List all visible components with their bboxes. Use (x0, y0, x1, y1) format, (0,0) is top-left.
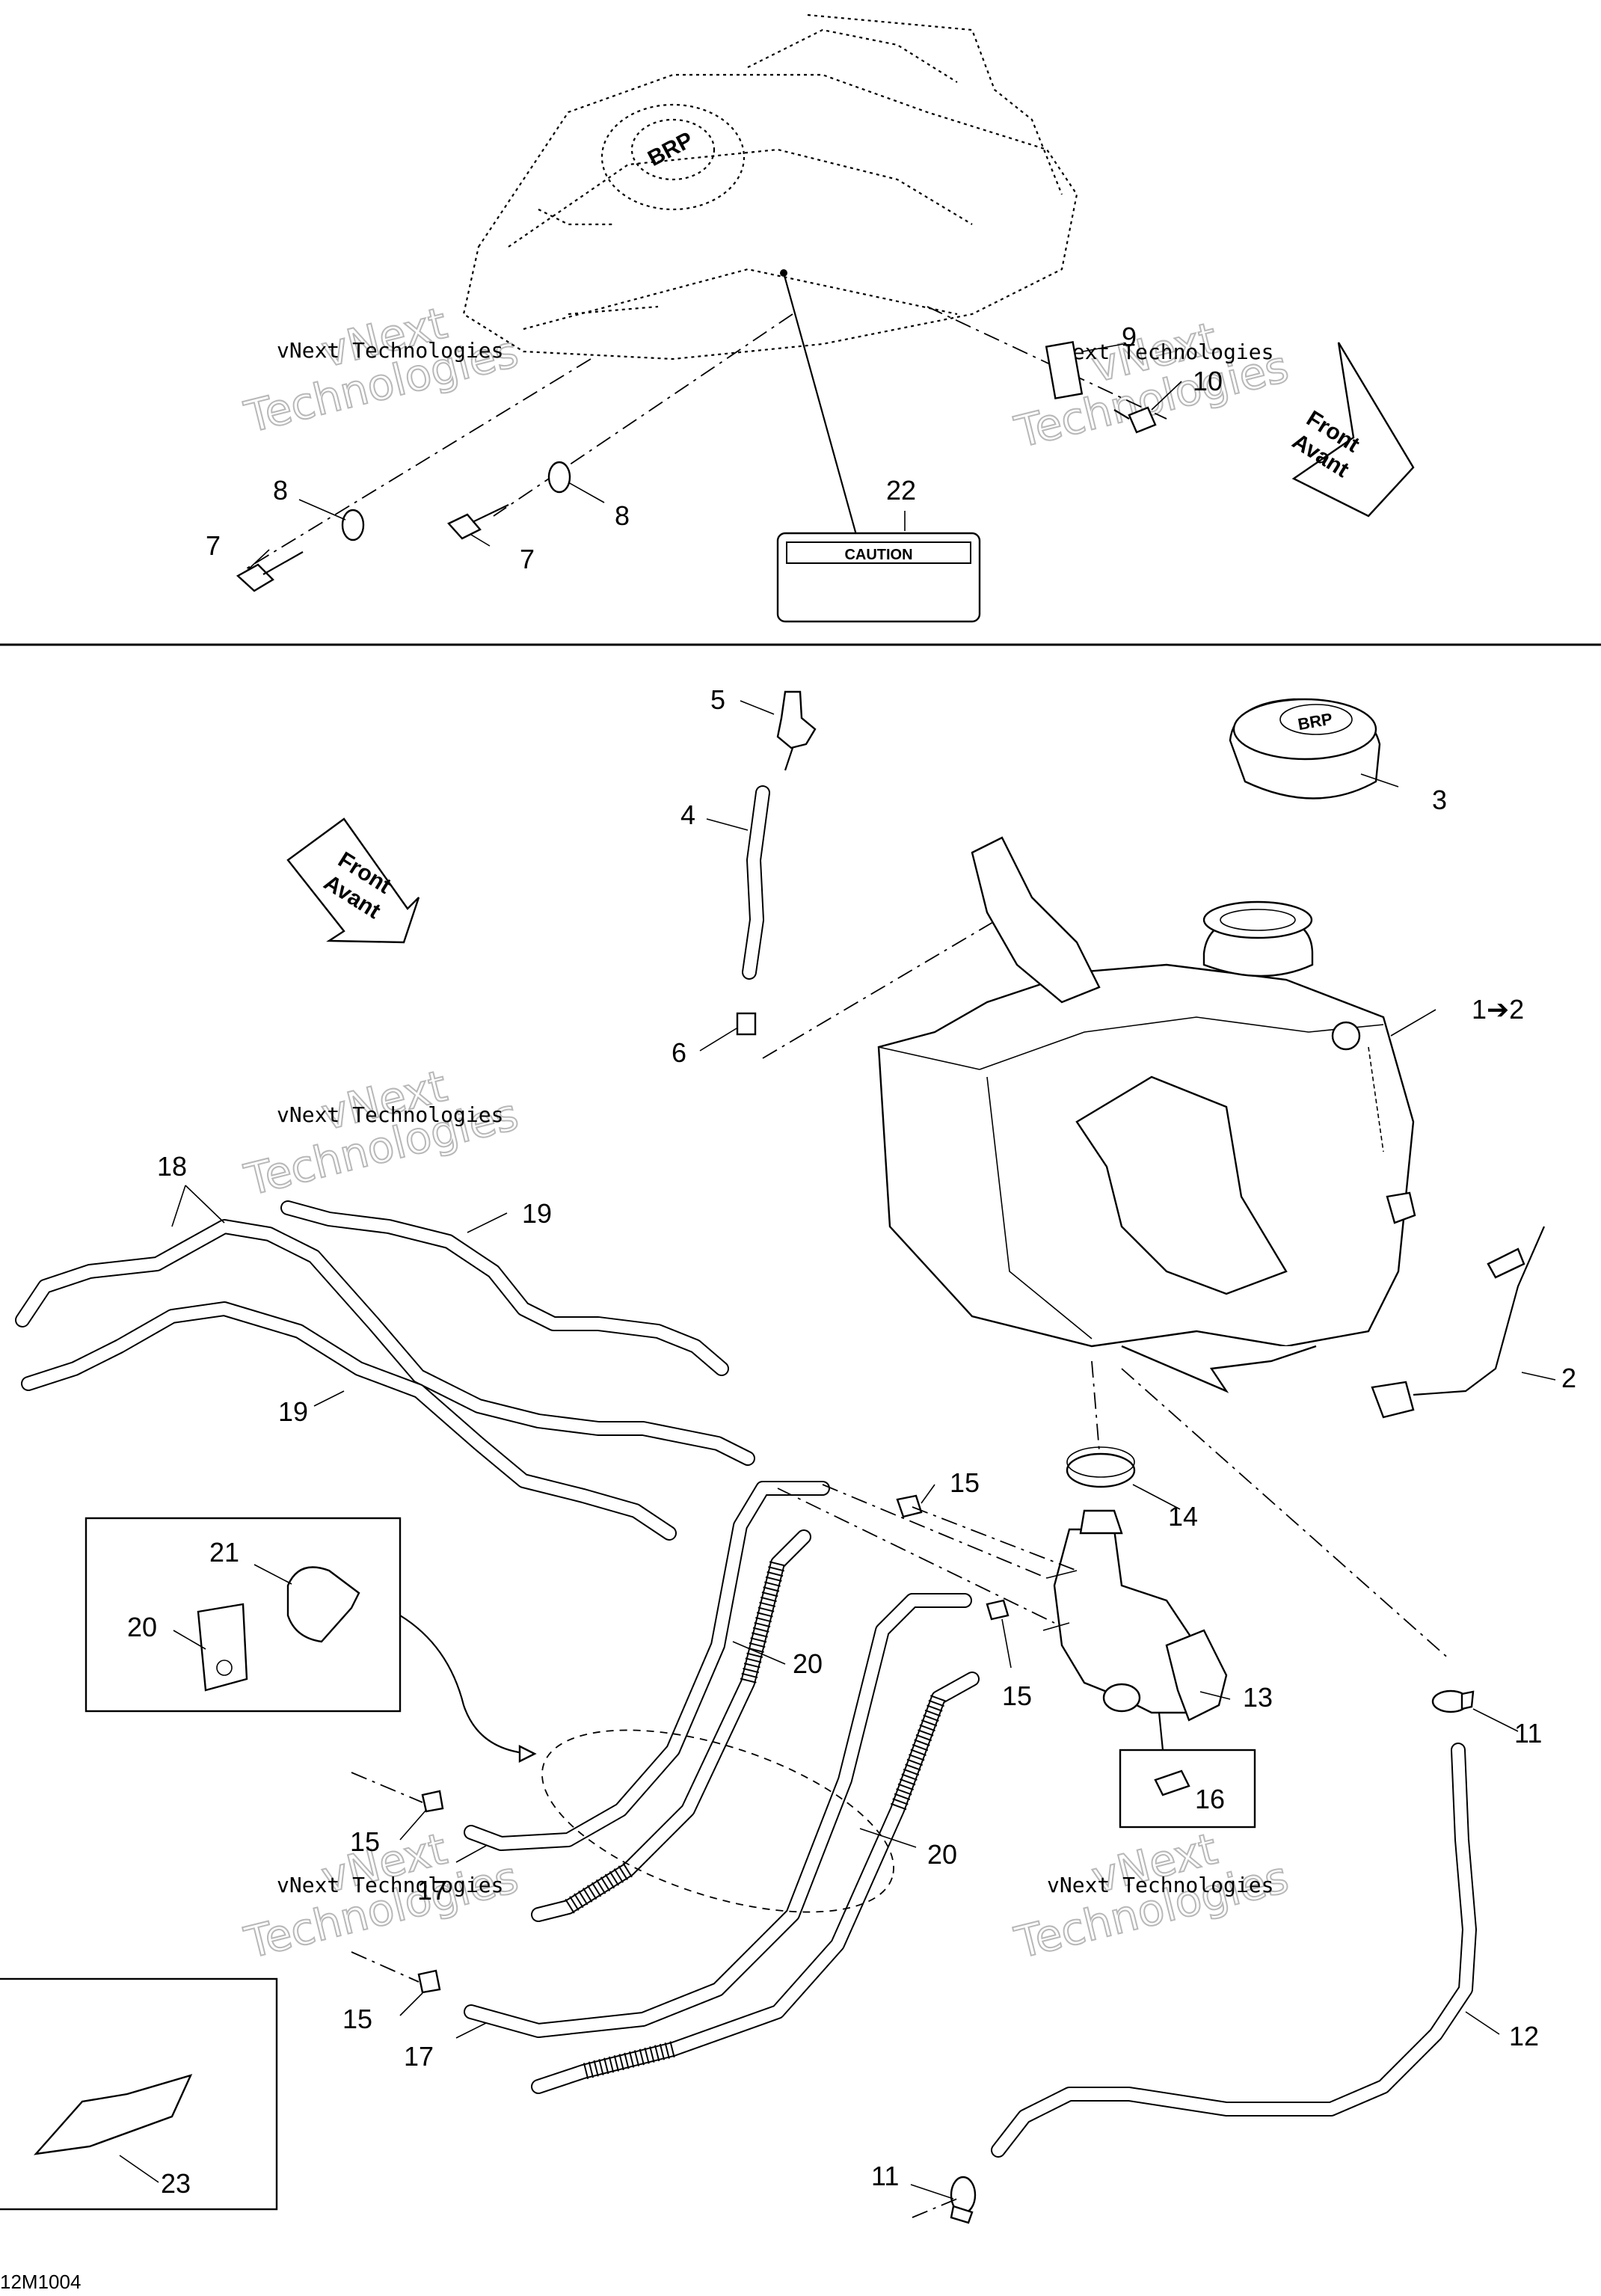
callout-7-left: 7 (206, 530, 221, 561)
inset-box-bracket (84, 1517, 537, 1763)
fuel-tank-1 (877, 836, 1416, 1393)
fuel-hose-20-upper (531, 1529, 811, 1922)
callout-6: 6 (672, 1037, 686, 1068)
callout-15-d: 15 (342, 2004, 372, 2034)
leaders-top (245, 343, 1182, 573)
callout-7-right: 7 (520, 544, 535, 574)
fuel-cap-3: BRP (1229, 698, 1381, 799)
callout-21: 21 (209, 1537, 239, 1568)
front-arrow-bottom: Front Avant (286, 817, 420, 944)
construction-lines-bottom (351, 1360, 1451, 2218)
inset-box-decal (0, 1977, 278, 2211)
callout-4: 4 (680, 799, 695, 830)
fuel-hose-20-lower (531, 1672, 980, 2094)
fuel-hose-17-lower (464, 1593, 972, 2038)
callout-8-left: 8 (273, 475, 288, 506)
watermark-text-2: vNext Technologies (1047, 340, 1273, 364)
leaders-bottom (119, 700, 1556, 2200)
inset-box-connector (1119, 1712, 1256, 1829)
fitting-15-b (986, 1599, 1010, 1621)
callout-11-bottom: 11 (871, 2161, 899, 2191)
callout-17-lower: 17 (404, 2041, 434, 2072)
fitting-15-c (421, 1790, 444, 1813)
bracket-9 (1045, 341, 1084, 399)
fuel-hose-19-lower (21, 1301, 677, 1541)
bolt-7-left (236, 551, 304, 592)
watermark-2: vNext Technologies (1009, 312, 1294, 458)
vent-hose-4 (742, 785, 770, 980)
watermark-text-5: vNext Technologies (277, 1873, 503, 1897)
callout-numbers: 1➔2 2 3 4 5 6 7 7 8 8 9 10 11 11 12 13 1… (127, 322, 1576, 2199)
callout-19-upper: 19 (522, 1198, 552, 1229)
callout-10: 10 (1193, 366, 1223, 396)
front-arrow-top: Front Avant (1288, 342, 1415, 518)
caution-label-22: CAUTION (776, 532, 981, 623)
washer-8-left (341, 509, 365, 541)
callout-9: 9 (1122, 322, 1137, 352)
fuel-pump-13 (1042, 1509, 1228, 1722)
callout-18: 18 (157, 1151, 187, 1182)
callout-16: 16 (1195, 1784, 1225, 1814)
fitting-6 (736, 1012, 757, 1036)
callout-1: 1➔2 (1472, 994, 1524, 1025)
callout-5: 5 (710, 684, 725, 715)
watermark-text-1: vNext Technologies (277, 338, 503, 363)
hardware-top (236, 341, 1157, 592)
bolt-7-right (447, 504, 509, 540)
callout-22: 22 (886, 475, 916, 506)
fuel-hose-17-upper (464, 1481, 830, 1851)
watermark-text-3: vNext Technologies (277, 1102, 503, 1127)
callout-12: 12 (1509, 2021, 1539, 2051)
callout-15-b: 15 (1002, 1680, 1032, 1711)
fitting-15-d (417, 1969, 441, 1994)
callout-20-lower: 20 (927, 1839, 957, 1870)
callout-14: 14 (1168, 1501, 1198, 1532)
callout-23: 23 (161, 2168, 191, 2199)
callout-17-upper: 17 (417, 1875, 447, 1906)
return-hose-12 (991, 1743, 1477, 2158)
fuel-hose-18 (15, 1219, 755, 1466)
figure-code: 12M1004 (0, 2271, 81, 2293)
hose-support-region (541, 1729, 894, 1913)
washer-8-right (547, 461, 571, 494)
callout-11-top: 11 (1514, 1718, 1542, 1749)
vent-fitting-5 (776, 690, 817, 771)
tank-cap-logo-top: BRP (644, 127, 697, 171)
callout-2: 2 (1561, 1363, 1576, 1393)
clamp-11-bottom (950, 2176, 977, 2224)
callout-8-right: 8 (615, 500, 630, 531)
callout-19-lower: 19 (278, 1396, 308, 1427)
caution-label-text: CAUTION (844, 547, 912, 563)
vehicle-tank-assembly: BRP (246, 13, 1167, 569)
callout-20-inset: 20 (127, 1612, 157, 1642)
fitting-15-a (896, 1494, 923, 1518)
callout-15-a: 15 (950, 1467, 980, 1498)
callout-15-c: 15 (350, 1826, 380, 1857)
callout-13: 13 (1243, 1682, 1273, 1713)
fuel-hose-19-upper (280, 1200, 729, 1376)
fuel-sender-2 (1371, 1226, 1546, 1419)
callout-20-upper: 20 (793, 1648, 823, 1679)
watermark-text-6: vNext Technologies (1047, 1873, 1273, 1897)
clamp-11-top (1431, 1689, 1475, 1713)
bolt-10 (1113, 406, 1157, 434)
clamp-14 (1066, 1446, 1136, 1488)
callout-3: 3 (1432, 785, 1447, 815)
